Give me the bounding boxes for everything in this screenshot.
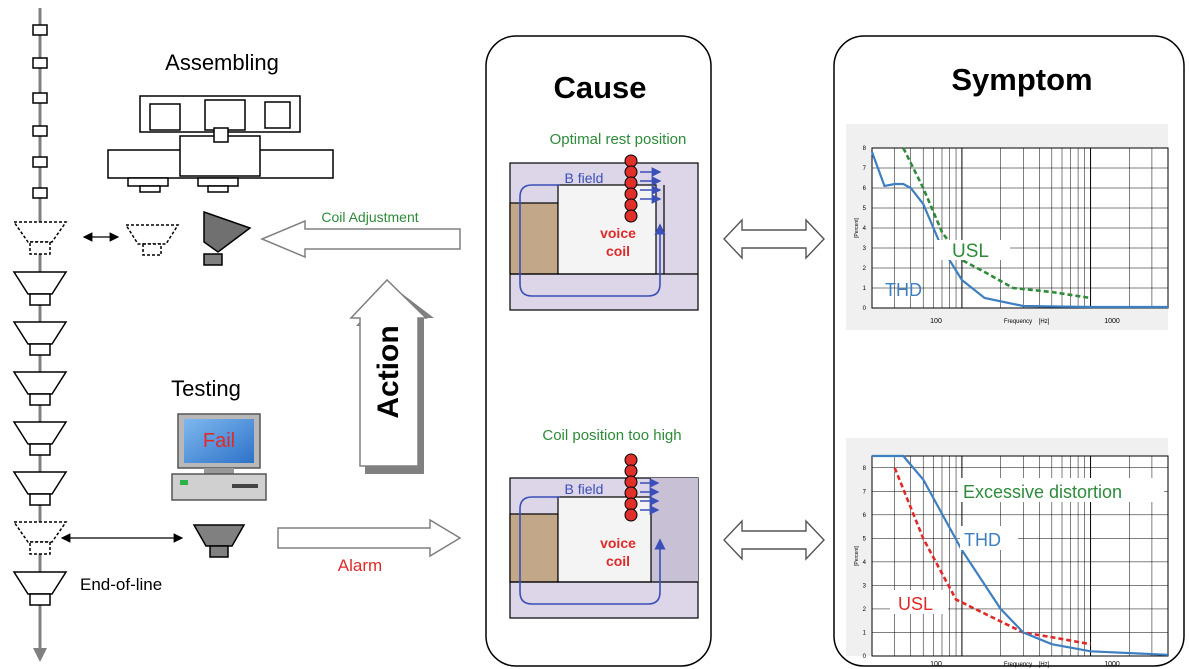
small-parts	[32, 24, 48, 199]
y-tick-label: 2	[863, 266, 867, 272]
voice-coil-label-bottom-2: coil	[606, 553, 630, 569]
magnet-diagram-too-high	[509, 453, 699, 619]
chart-bottom-x-unit: [Hz]	[1039, 662, 1050, 668]
y-tick-label: 1	[863, 630, 867, 636]
assembling-machine-icon	[107, 95, 334, 193]
line-arrowhead	[33, 648, 47, 662]
symptom-title: Symptom	[951, 62, 1092, 97]
end-of-line-label: End-of-line	[80, 575, 162, 594]
b-field-label-top: B field	[565, 170, 604, 186]
chart-bottom-usl-label-bg	[890, 590, 948, 614]
y-tick-label: 7	[863, 166, 867, 172]
chart-bottom-usl-label: USL	[898, 594, 933, 614]
chart-top-series	[870, 147, 1168, 309]
chart-top-grid	[871, 147, 1169, 309]
chart-top-y-ticks: 0 1 2 3 4 5 6 7 8	[863, 146, 867, 312]
computer-icon	[171, 413, 267, 501]
chart-top-x-tick-100: 100	[930, 318, 942, 325]
voice-coil-label-bottom-1: voice	[600, 535, 636, 551]
chart-bottom: 0 1 2 3 4 5 6 7 8 [Percent] 100 1000 Frequency […	[846, 438, 1169, 668]
chart-top: 0 1 2 3 4 5 6 7 8 [Percent] 100 1000 Frequency […	[846, 124, 1169, 330]
magnet-diagram-optimal	[509, 154, 699, 311]
y-tick-label: 5	[863, 206, 867, 212]
chart-top-usl-label: USL	[952, 241, 989, 262]
alarm-speaker-icon	[192, 524, 246, 558]
y-tick-label: 5	[863, 536, 867, 542]
chart-bottom-thd-label: THD	[964, 530, 1001, 550]
chart-top-x-unit: [Hz]	[1039, 319, 1050, 325]
chart-top-y-title: [Percent]	[854, 217, 860, 238]
chart-top-x-title: Frequency	[1004, 319, 1032, 325]
y-tick-label: 8	[863, 146, 867, 152]
y-tick-label: 8	[863, 466, 867, 472]
chart-top-usl-label-bg	[934, 240, 1010, 260]
cause-top-caption: Optimal rest position	[550, 131, 687, 148]
chart-bottom-thd-label-bg	[960, 526, 1018, 550]
voice-coil-label-top-1: voice	[600, 225, 636, 241]
y-tick-label: 0	[863, 306, 867, 312]
chart-bottom-y-ticks: 0 1 2 3 4 5 6 7 8	[863, 466, 867, 660]
y-tick-label: 6	[863, 186, 867, 192]
y-tick-label: 2	[863, 607, 867, 613]
alarm-arrow	[277, 518, 462, 558]
alarm-label: Alarm	[338, 556, 382, 575]
y-tick-label: 4	[863, 560, 867, 566]
coil-adjustment-arrow	[260, 219, 461, 259]
series-line-thd	[872, 454, 1169, 656]
cause-title: Cause	[553, 70, 646, 105]
production-line	[12, 8, 68, 662]
chart-bottom-excess-label: Excessive distortion	[963, 482, 1122, 502]
b-field-label-bottom: B field	[565, 481, 604, 497]
chart-bottom-x-title: Frequency	[1004, 662, 1032, 668]
voice-coil-windings-optimal	[624, 154, 638, 223]
chart-bottom-y-title: [Percent]	[854, 545, 860, 566]
testing-label: Testing	[171, 376, 241, 401]
y-tick-label: 3	[863, 246, 867, 252]
chart-top-thd-label: THD	[885, 280, 922, 300]
voice-coil-label-top-2: coil	[606, 243, 630, 259]
chart-bottom-excess-label-bg	[958, 478, 1164, 502]
fail-text: Fail	[203, 430, 235, 452]
y-tick-label: 7	[863, 489, 867, 495]
voice-coil-windings-high	[624, 453, 638, 522]
y-tick-label: 4	[863, 226, 867, 232]
chart-bottom-x-tick-100: 100	[930, 661, 942, 668]
adjust-speaker-icon	[203, 210, 252, 266]
series-line-usl	[902, 147, 1091, 300]
action-label: Action	[372, 325, 405, 418]
series-line-usl	[893, 467, 1091, 646]
y-tick-label: 1	[863, 286, 867, 292]
solid-speakers	[12, 271, 68, 606]
y-tick-label: 6	[863, 513, 867, 519]
cause-bottom-caption: Coil position too high	[542, 427, 681, 444]
cause-symptom-arrow-top	[723, 218, 825, 260]
dashed-speaker-icon	[124, 224, 180, 256]
chart-top-x-tick-1000: 1000	[1104, 318, 1120, 325]
cause-symptom-arrow-bottom	[723, 519, 825, 561]
y-tick-label: 3	[863, 583, 867, 589]
assembling-label: Assembling	[165, 50, 279, 75]
series-line-thd	[870, 151, 1168, 309]
dashed-speakers	[12, 221, 68, 555]
coil-adjustment-label: Coil Adjustment	[321, 209, 418, 225]
chart-bottom-series	[872, 454, 1169, 656]
action-arrow	[349, 278, 434, 474]
chart-bottom-x-tick-1000: 1000	[1104, 661, 1120, 668]
y-tick-label: 0	[863, 654, 867, 660]
